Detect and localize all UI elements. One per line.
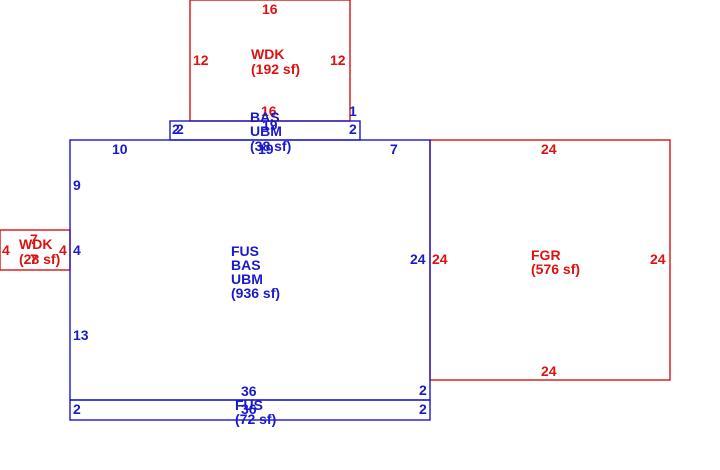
top-strip-size: (38 sf) xyxy=(250,138,291,154)
top-strip-dim-right: 2 xyxy=(349,121,357,137)
left-deck-size: (28 sf) xyxy=(19,251,60,267)
upper-deck-dim-left: 12 xyxy=(193,52,209,68)
left-deck-dim-top: 7 xyxy=(30,231,38,247)
garage-dim-bottom: 24 xyxy=(541,363,557,379)
top-strip-code-1: BAS xyxy=(250,109,280,125)
upper-deck-dim-top: 16 xyxy=(262,1,278,17)
top-strip-dim-top: 19 xyxy=(262,117,278,133)
main-dim-top-left: 10 xyxy=(112,141,128,157)
upper-deck-code: WDK xyxy=(251,46,284,62)
main-code-1: FUS xyxy=(231,243,259,259)
top-strip-dim-bottom: 19 xyxy=(258,141,274,157)
bottom-strip-size: (72 sf) xyxy=(235,411,276,427)
main-code-3: UBM xyxy=(231,271,263,287)
garage-dim-top: 24 xyxy=(541,141,557,157)
top-strip-dim-top-right: 1 xyxy=(349,103,357,119)
main-dim-right: 24 xyxy=(410,251,426,267)
bottom-strip-dim-right: 2 xyxy=(419,401,427,417)
left-deck-dim-bottom: 7 xyxy=(30,251,38,267)
left-deck-dim-right: 4 xyxy=(59,242,67,258)
main-size: (936 sf) xyxy=(231,285,280,301)
bottom-strip-outline xyxy=(69,399,431,421)
top-strip-dim-left-a: 2 xyxy=(172,121,180,137)
upper-deck-dim-bottom: 16 xyxy=(261,103,277,119)
main-dim-left-lower: 13 xyxy=(73,327,89,343)
bottom-strip-dim-bottom: 36 xyxy=(241,401,257,417)
bottom-strip-dim-right-upper: 2 xyxy=(419,382,427,398)
top-strip-dim-left-b: 2 xyxy=(176,121,184,137)
main-dim-top-right: 7 xyxy=(390,141,398,157)
garage-code: FGR xyxy=(531,247,561,263)
upper-deck-dim-right: 12 xyxy=(330,52,346,68)
upper-deck-size: (192 sf) xyxy=(251,61,300,77)
garage-size: (576 sf) xyxy=(531,261,580,277)
bottom-strip-dim-left: 2 xyxy=(73,401,81,417)
left-deck-dim-left: 4 xyxy=(2,242,10,258)
bottom-strip-code: FUS xyxy=(235,397,263,413)
main-dim-left-mid: 4 xyxy=(73,242,81,258)
main-dim-bottom: 36 xyxy=(241,383,257,399)
left-deck-code: WDK xyxy=(19,236,52,252)
main-dim-left-upper: 9 xyxy=(73,177,81,193)
garage-dim-left: 24 xyxy=(432,251,448,267)
garage-dim-right: 24 xyxy=(650,251,666,267)
main-code-2: BAS xyxy=(231,257,261,273)
top-strip-code-2: UBM xyxy=(250,123,282,139)
